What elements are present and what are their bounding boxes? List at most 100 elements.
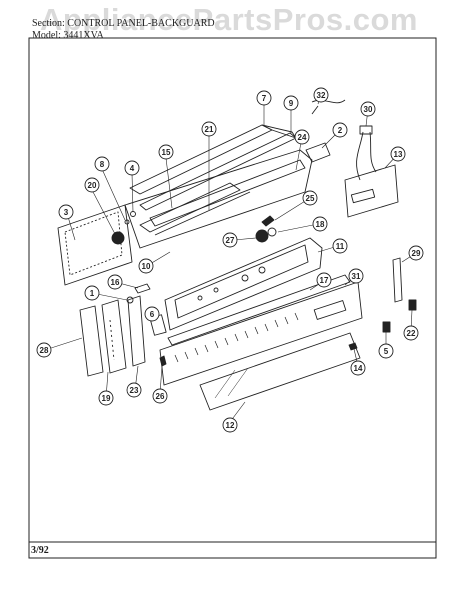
trim-29 xyxy=(392,257,403,303)
callout-18: 18 xyxy=(312,216,328,232)
timer-13 xyxy=(344,164,399,218)
callout-circle xyxy=(94,156,110,172)
callout-circle xyxy=(350,360,366,376)
callout-circle xyxy=(84,285,100,301)
callout-circle xyxy=(378,343,394,359)
callout-number: 3 xyxy=(64,208,69,217)
callout-number: 16 xyxy=(111,278,120,287)
callout-number: 30 xyxy=(364,105,373,114)
callout-29: 29 xyxy=(408,245,424,261)
callout-number: 11 xyxy=(336,242,345,251)
end-bracket-19 xyxy=(101,299,127,374)
callout-31: 31 xyxy=(348,268,364,284)
foot-22 xyxy=(408,299,417,311)
callout-21: 21 xyxy=(201,121,217,137)
callout-number: 32 xyxy=(317,91,326,100)
channel-24 xyxy=(149,159,306,227)
callout-number: 22 xyxy=(407,329,416,338)
display-window xyxy=(313,300,347,320)
callout-number: 26 xyxy=(156,392,165,401)
foot-5 xyxy=(382,321,391,333)
callout-circle xyxy=(152,388,168,404)
callout-number: 18 xyxy=(316,220,325,229)
callout-circle xyxy=(201,121,217,137)
timer-display xyxy=(350,188,376,204)
page-frame xyxy=(28,37,437,559)
trim-strip-17 xyxy=(167,274,351,346)
callout-circle xyxy=(36,342,52,358)
glass-panel-12 xyxy=(199,332,361,411)
callout-number: 25 xyxy=(306,194,315,203)
callout-25: 25 xyxy=(302,190,318,206)
callout-number: 9 xyxy=(289,99,294,108)
rod-21 xyxy=(154,191,251,236)
callout-32: 32 xyxy=(313,87,329,103)
callout-12: 12 xyxy=(222,417,238,433)
callout-5: 5 xyxy=(378,343,394,359)
callout-9: 9 xyxy=(283,95,299,111)
callout-circle xyxy=(158,144,174,160)
callout-circle xyxy=(256,90,272,106)
callout-circle xyxy=(222,417,238,433)
callout-number: 6 xyxy=(150,310,155,319)
knob-27 xyxy=(255,229,269,243)
callout-number: 13 xyxy=(394,150,403,159)
callout-number: 5 xyxy=(384,347,389,356)
callout-number: 12 xyxy=(226,421,235,430)
callout-number: 7 xyxy=(262,94,267,103)
callout-circle xyxy=(138,258,154,274)
callout-number: 27 xyxy=(226,236,235,245)
callout-number: 19 xyxy=(102,394,111,403)
callout-number: 31 xyxy=(352,272,361,281)
callout-number: 20 xyxy=(88,181,97,190)
callout-circle xyxy=(98,390,114,406)
callout-circle xyxy=(332,238,348,254)
date-code: 3/92 xyxy=(31,545,49,556)
knob-18 xyxy=(267,227,277,237)
glass-reflection-b xyxy=(227,367,249,397)
bracket-2 xyxy=(305,142,331,163)
callout-circle xyxy=(408,245,424,261)
model-label: Model: 3441XVA xyxy=(32,30,104,41)
callout-circle xyxy=(144,306,160,322)
callout-circle xyxy=(222,232,238,248)
callout-number: 28 xyxy=(40,346,49,355)
screw-4 xyxy=(130,211,136,217)
end-bracket-23 xyxy=(127,295,146,367)
panel-hole-c xyxy=(241,274,249,282)
callout-circle xyxy=(126,382,142,398)
callout-circle xyxy=(403,325,419,341)
callout-circle xyxy=(316,272,332,288)
callout-27: 27 xyxy=(222,232,238,248)
callout-14: 14 xyxy=(350,360,366,376)
callout-number: 17 xyxy=(320,276,329,285)
backguard-rear xyxy=(124,149,313,249)
callout-number: 1 xyxy=(90,289,95,298)
callout-circle xyxy=(302,190,318,206)
side-bracket-3-face xyxy=(64,211,123,276)
callout-number: 21 xyxy=(205,125,214,134)
callout-7: 7 xyxy=(256,90,272,106)
callout-circle xyxy=(294,129,310,145)
bracket-slot xyxy=(109,319,115,361)
callout-19: 19 xyxy=(98,390,114,406)
callout-number: 23 xyxy=(130,386,139,395)
callout-17: 17 xyxy=(316,272,332,288)
screw-26 xyxy=(159,355,167,367)
callout-11: 11 xyxy=(332,238,348,254)
callout-10: 10 xyxy=(138,258,154,274)
knob-25 xyxy=(261,215,275,227)
callout-circle xyxy=(283,95,299,111)
callout-20: 20 xyxy=(84,177,100,193)
trim-rail-9 xyxy=(139,132,297,211)
callout-6: 6 xyxy=(144,306,160,322)
side-bracket-3 xyxy=(57,204,133,286)
vent-slots xyxy=(174,312,299,363)
screw-8 xyxy=(124,219,130,225)
callout-number: 8 xyxy=(100,160,105,169)
callout-number: 4 xyxy=(130,164,135,173)
callout-circle xyxy=(312,216,328,232)
